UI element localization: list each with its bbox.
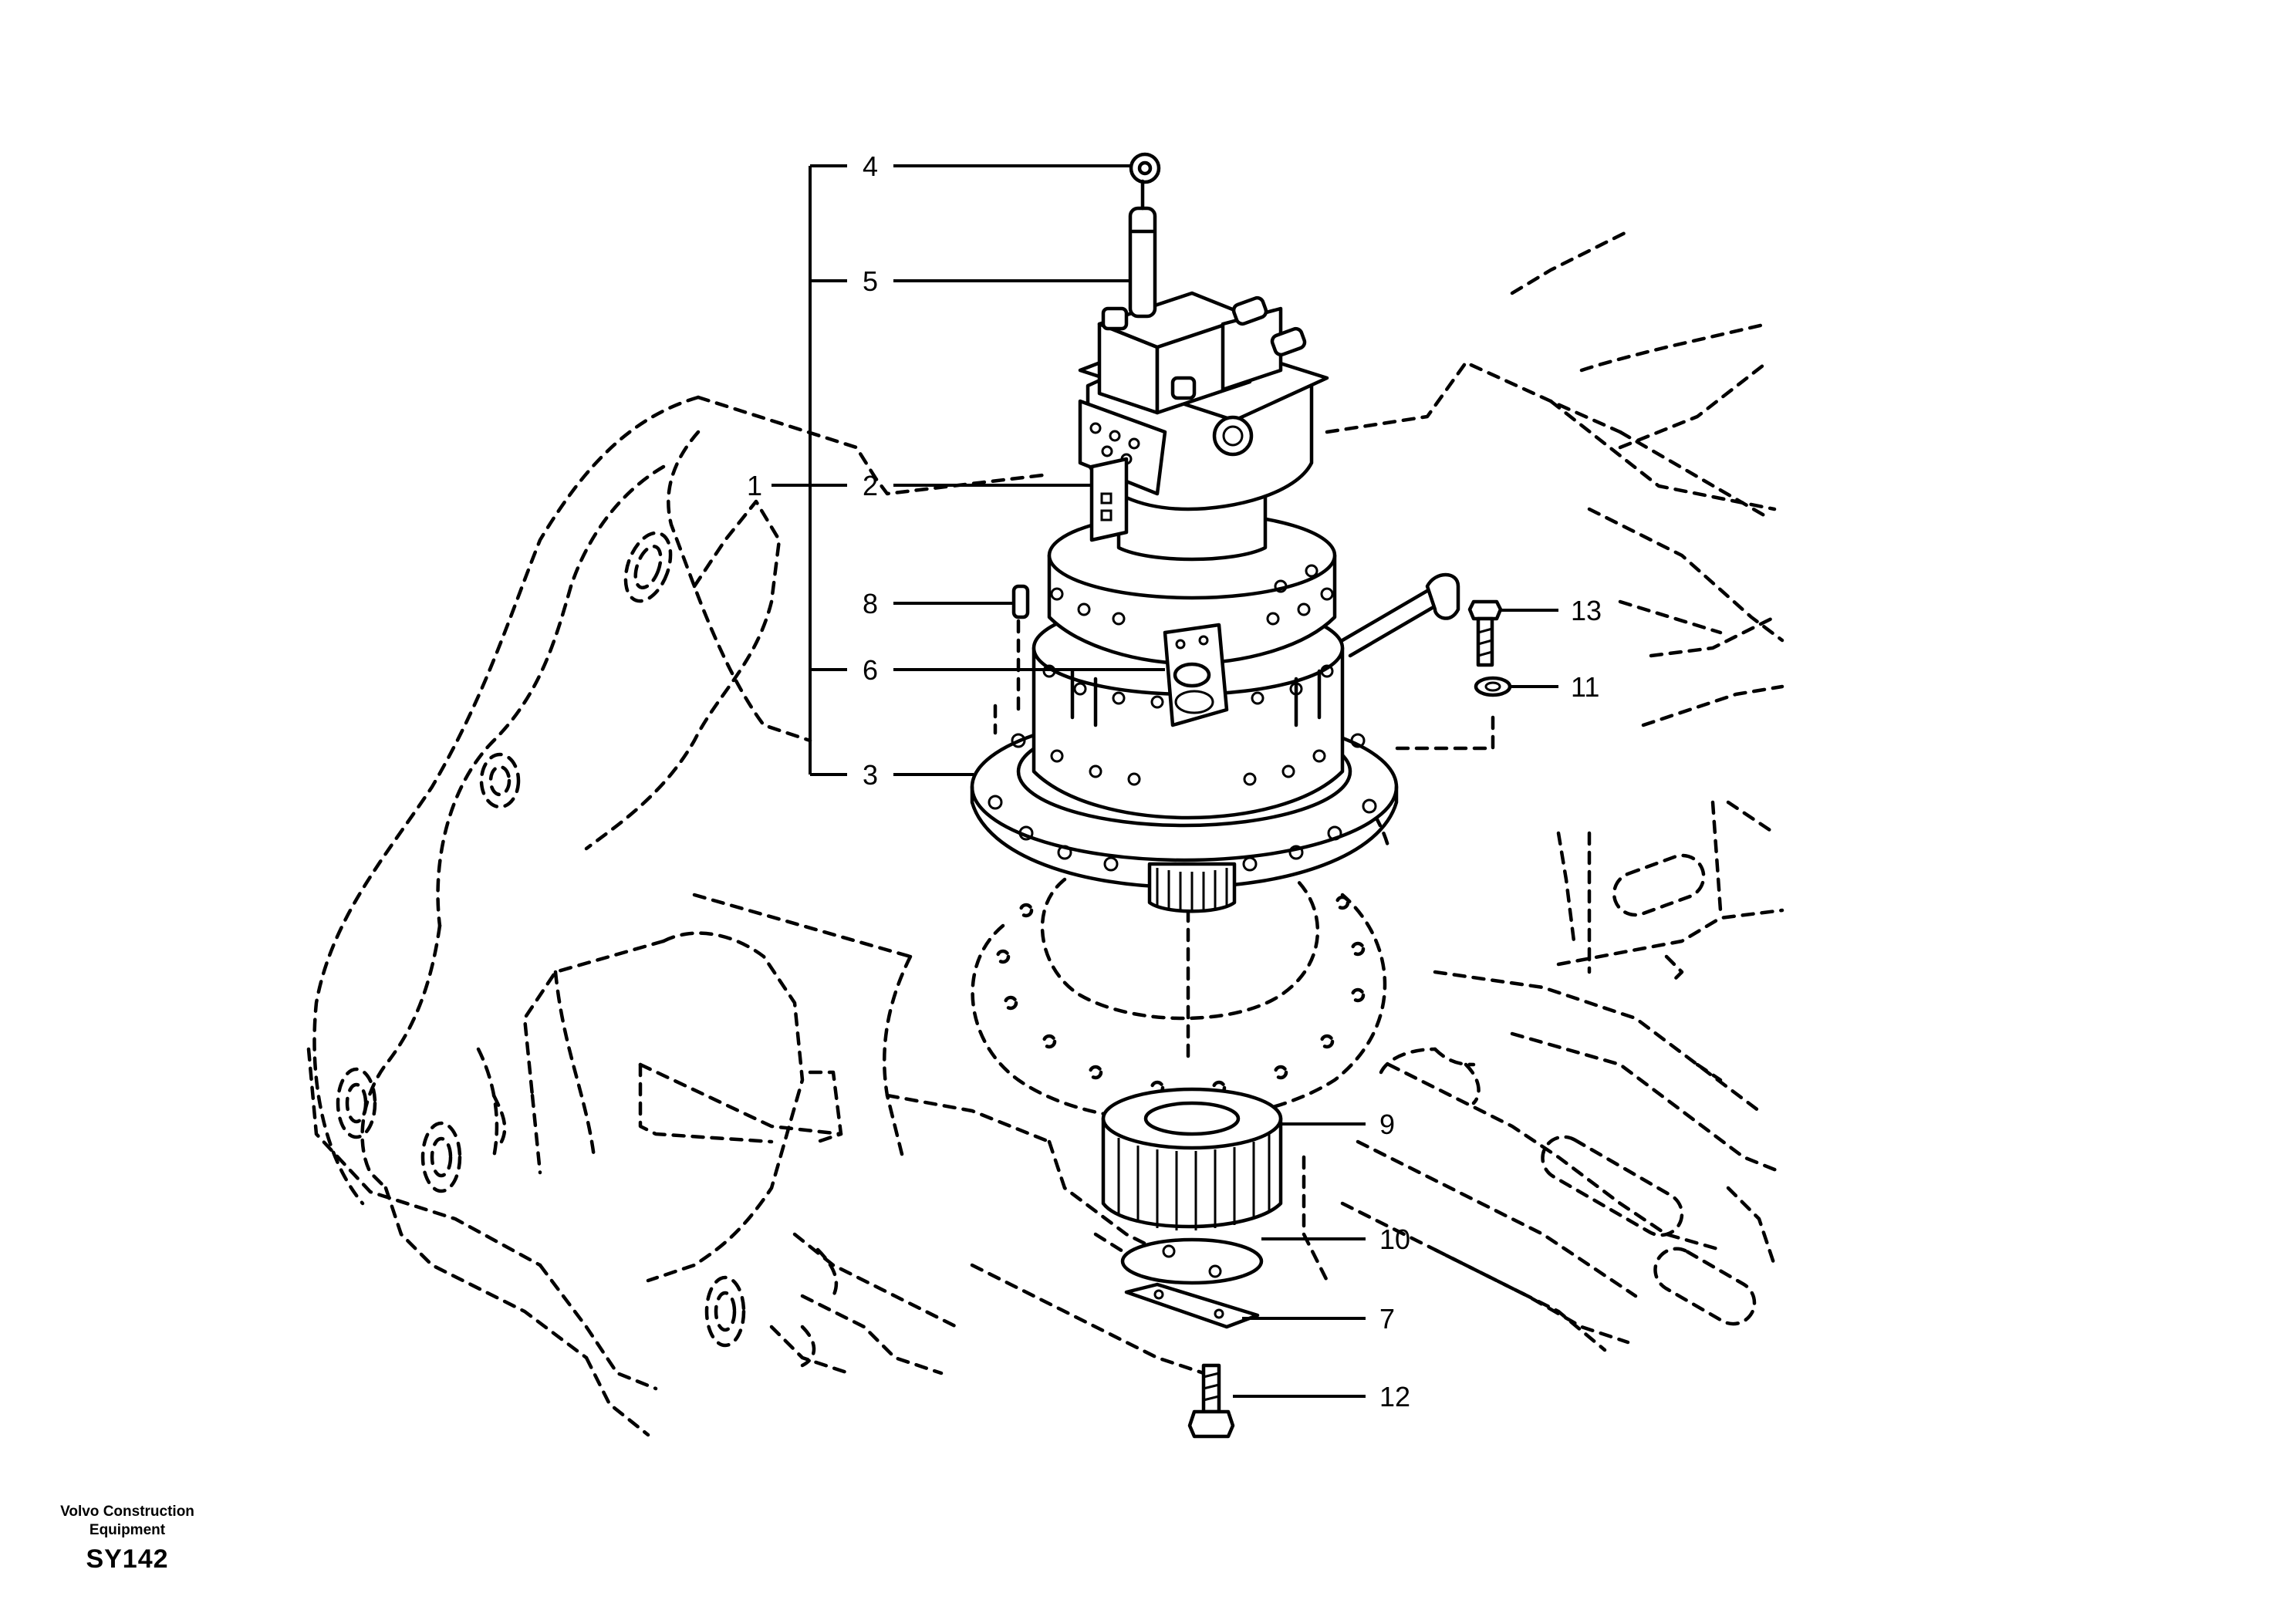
leader-lines (772, 164, 1558, 1398)
callout-2: 2 (863, 470, 878, 501)
washer-11 (1474, 676, 1512, 697)
bolt-12 (1187, 1363, 1235, 1439)
thrust-plate (1120, 1237, 1264, 1285)
background-frame-outline (306, 229, 1784, 1437)
callout-11: 11 (1571, 671, 1599, 703)
callout-9: 9 (1379, 1109, 1395, 1140)
callout-8: 8 (863, 588, 878, 619)
lock-plate (1124, 1282, 1260, 1329)
callout-3: 3 (863, 759, 878, 791)
callout-13: 13 (1571, 595, 1602, 626)
swing-motor-assembly (970, 152, 1460, 913)
pinion-gear (1101, 1087, 1283, 1230)
callout-1: 1 (747, 470, 762, 501)
brand-line-2: Equipment (89, 1522, 166, 1538)
footer-brand-block: Volvo Construction Equipment SY142 (31, 1503, 224, 1574)
diagram-code: SY142 (86, 1544, 169, 1574)
callout-labels: 1 2 3 4 5 6 7 8 9 10 11 12 13 (747, 150, 1602, 1412)
callout-4: 4 (863, 150, 878, 182)
callout-12: 12 (1379, 1381, 1410, 1412)
callout-7: 7 (1379, 1303, 1395, 1335)
callout-10: 10 (1379, 1223, 1410, 1255)
callout-5: 5 (863, 265, 878, 297)
callout-6: 6 (863, 654, 878, 686)
bolt-13 (1467, 599, 1503, 667)
brand-line-1: Volvo Construction (60, 1504, 194, 1520)
